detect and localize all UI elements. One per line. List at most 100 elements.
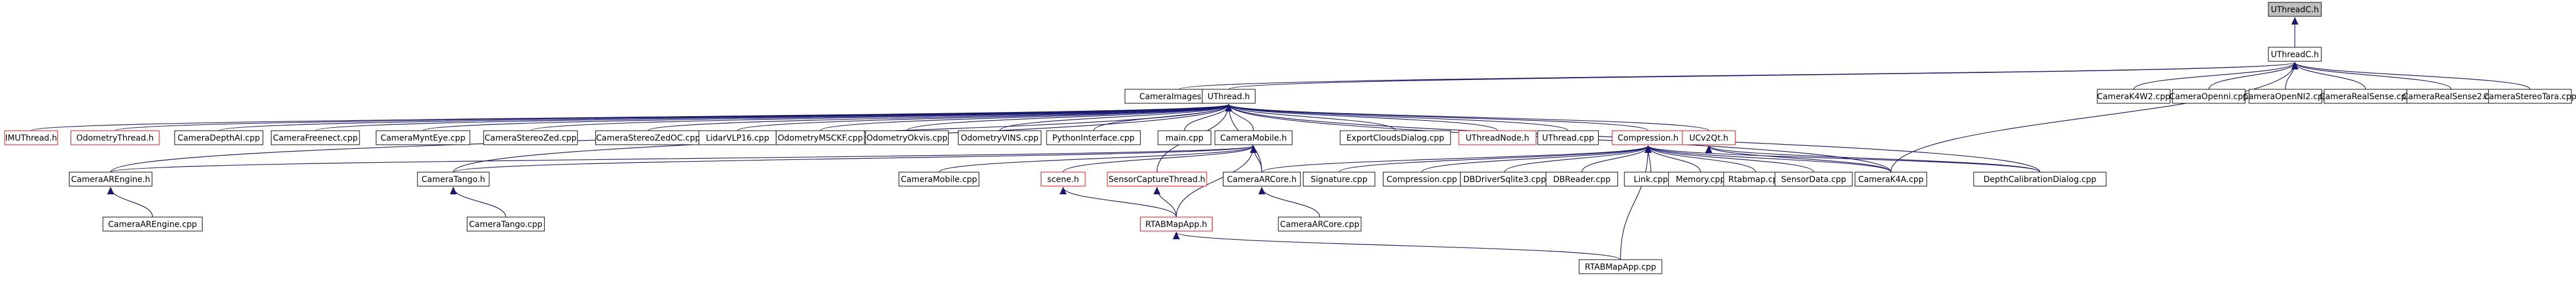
node-label: CameraAREngine.cpp <box>108 220 197 229</box>
node-camera-realsense-cpp[interactable]: CameraRealSense.cpp <box>2320 89 2411 104</box>
node-uthread-h[interactable]: UThread.h <box>1201 89 1256 104</box>
node-uthread-node-h[interactable]: UThreadNode.h <box>1458 130 1536 145</box>
node-box <box>2097 89 2171 104</box>
node-dbreader-cpp[interactable]: DBReader.cpp <box>1545 172 1618 187</box>
node-camera-arengine-h[interactable]: CameraAREngine.h <box>69 172 152 187</box>
node-box <box>4 130 58 145</box>
node-camera-arengine-cpp[interactable]: CameraAREngine.cpp <box>102 216 203 232</box>
node-dbdriver-sqlite3-cpp[interactable]: DBDriverSqlite3.cpp <box>1460 172 1549 187</box>
node-label: CameraOpenNI2.cpp <box>2243 92 2328 102</box>
include-edge-dbdriver-sqlite3-cpp-to-compression-h <box>1504 145 1652 173</box>
node-odometry-msckf-cpp[interactable]: OdometryMSCKF.cpp <box>776 130 865 145</box>
node-box <box>1140 216 1213 232</box>
node-label: SensorData.cpp <box>1781 175 1846 184</box>
node-camera-mobile-cpp[interactable]: CameraMobile.cpp <box>898 172 979 187</box>
node-compression-cpp[interactable]: Compression.cpp <box>1383 172 1461 187</box>
node-memory-cpp[interactable]: Memory.cpp <box>1668 172 1733 187</box>
node-box <box>698 130 777 145</box>
node-label: OdometryVINS.cpp <box>961 134 1038 143</box>
node-camera-stereotara-cpp[interactable]: CameraStereoTara.cpp <box>2483 89 2576 104</box>
include-edge-rtabmap-app-h-to-scene-h <box>1059 187 1177 218</box>
include-edge-odometry-okvis-cpp-to-uthread-h <box>907 104 1232 131</box>
node-label: RTABMapApp.cpp <box>1585 263 1656 272</box>
node-label: Compression.cpp <box>1386 175 1457 184</box>
node-label: OdometryThread.h <box>76 134 154 143</box>
node-box <box>1973 172 2107 187</box>
include-edge-camera-k4w2-cpp-to-uthreadc-h <box>2133 62 2299 90</box>
include-edge-compression-cpp-to-compression-h <box>1421 145 1652 173</box>
node-odometry-vins-cpp[interactable]: OdometryVINS.cpp <box>958 130 1041 145</box>
include-edge-camera-openni2-cpp-to-uthreadc-h <box>2285 62 2299 90</box>
node-camera-arcore-cpp[interactable]: CameraARCore.cpp <box>1278 216 1362 232</box>
node-label: UThreadNode.h <box>1466 134 1529 143</box>
node-main-cpp[interactable]: main.cpp <box>1158 130 1212 145</box>
include-edge-rtabmap-app-h-to-sensor-capture-thread-h <box>1153 187 1177 218</box>
include-edge-camera-arcore-cpp-to-camera-arcore-h <box>1258 187 1320 218</box>
node-label: PythonInterface.cpp <box>1052 134 1135 143</box>
node-label: DepthCalibrationDialog.cpp <box>1984 175 2096 184</box>
node-camera-k4w2-cpp[interactable]: CameraK4W2.cpp <box>2097 89 2171 104</box>
node-python-interface-cpp[interactable]: PythonInterface.cpp <box>1046 130 1141 145</box>
node-export-clouds-dialog-cpp[interactable]: ExportCloudsDialog.cpp <box>1340 130 1451 145</box>
node-box <box>1040 172 1086 187</box>
node-box <box>2268 2 2322 17</box>
include-edge-ucv2qt-h-to-uthread-h <box>1225 104 1709 131</box>
node-lidar-vlp16-cpp[interactable]: LidarVLP16.cpp <box>698 130 777 145</box>
node-camera-freenect-cpp[interactable]: CameraFreenect.cpp <box>271 130 360 145</box>
node-label: UThread.cpp <box>1542 134 1594 143</box>
node-box <box>595 130 701 145</box>
node-label: CameraK4W2.cpp <box>2097 92 2170 102</box>
node-box <box>865 130 949 145</box>
node-uthreadc-h[interactable]: UThreadC.h <box>2268 47 2322 62</box>
node-rtabmap-app-h[interactable]: RTABMapApp.h <box>1140 216 1213 232</box>
node-label: main.cpp <box>1166 134 1204 143</box>
node-label: Rtabmap.cpp <box>1728 175 1783 184</box>
node-camera-arcore-h[interactable]: CameraARCore.h <box>1222 172 1301 187</box>
include-edge-camera-stereozedoc-cpp-to-uthread-h <box>647 104 1232 131</box>
node-camera-k4a-cpp[interactable]: CameraK4A.cpp <box>1855 172 1927 187</box>
node-imu-thread-h[interactable]: IMUThread.h <box>4 130 58 145</box>
include-edge-camera-mynteye-cpp-to-uthread-h <box>423 104 1232 131</box>
include-edge-depth-calibration-dialog-cpp-to-compression-h <box>1644 145 2041 173</box>
node-label: CameraStereoZedOC.cpp <box>596 134 700 143</box>
node-camera-depthai-cpp[interactable]: CameraDepthAI.cpp <box>174 130 263 145</box>
node-box <box>1458 130 1536 145</box>
node-ucv2qt-h[interactable]: UCv2Qt.h <box>1682 130 1736 145</box>
node-camera-stereozedoc-cpp[interactable]: CameraStereoZedOC.cpp <box>595 130 701 145</box>
node-label: CameraDepthAI.cpp <box>177 134 260 143</box>
include-edge-rtabmap-cpp-to-compression-h <box>1644 145 1756 173</box>
node-box <box>375 130 470 145</box>
include-edge-uthread-h-to-uthreadc-h <box>1228 62 2298 90</box>
node-camera-stereozed-cpp[interactable]: CameraStereoZed.cpp <box>483 130 578 145</box>
node-box <box>1545 172 1618 187</box>
node-camera-openni-cpp[interactable]: CameraOpenni.cpp <box>2169 89 2248 104</box>
node-box <box>1046 130 1141 145</box>
node-camera-mobile-h[interactable]: CameraMobile.h <box>1214 130 1293 145</box>
node-camera-mynteye-cpp[interactable]: CameraMyntEye.cpp <box>375 130 470 145</box>
node-camera-tango-h[interactable]: CameraTango.h <box>417 172 490 187</box>
node-depth-calibration-dialog-cpp[interactable]: DepthCalibrationDialog.cpp <box>1973 172 2107 187</box>
node-signature-cpp[interactable]: Signature.cpp <box>1302 172 1375 187</box>
include-edge-camera-arengine-h-to-camera-mobile-h <box>110 145 1257 173</box>
node-label: CameraK4A.cpp <box>1858 175 1923 184</box>
node-label: CameraMyntEye.cpp <box>381 134 465 143</box>
node-compression-h[interactable]: Compression.h <box>1612 130 1685 145</box>
node-odometry-okvis-cpp[interactable]: OdometryOkvis.cpp <box>865 130 949 145</box>
node-uthread-cpp[interactable]: UThread.cpp <box>1537 130 1599 145</box>
node-box <box>958 130 1041 145</box>
node-odometry-thread-h[interactable]: OdometryThread.h <box>70 130 160 145</box>
node-label: OdometryOkvis.cpp <box>866 134 947 143</box>
include-edge-memory-cpp-to-compression-h <box>1644 145 1701 173</box>
include-edge-camera-images-cpp-to-uthreadc-h <box>1179 62 2298 90</box>
node-camera-tango-cpp[interactable]: CameraTango.cpp <box>466 216 545 232</box>
node-scene-h[interactable]: scene.h <box>1040 172 1086 187</box>
node-sensor-capture-thread-h[interactable]: SensorCaptureThread.h <box>1107 172 1207 187</box>
include-edge-camera-stereotara-cpp-to-uthreadc-h <box>2291 62 2530 90</box>
node-camera-realsense2-cpp[interactable]: CameraRealSense2.cpp <box>2403 89 2500 104</box>
include-edge-odometry-msckf-cpp-to-uthread-h <box>820 104 1232 131</box>
node-camera-openni2-cpp[interactable]: CameraOpenNI2.cpp <box>2243 89 2328 104</box>
node-sensor-data-cpp[interactable]: SensorData.cpp <box>1775 172 1853 187</box>
node-label: SensorCaptureThread.h <box>1109 175 1205 184</box>
node-rtabmap-app-cpp[interactable]: RTABMapApp.cpp <box>1578 259 1662 274</box>
